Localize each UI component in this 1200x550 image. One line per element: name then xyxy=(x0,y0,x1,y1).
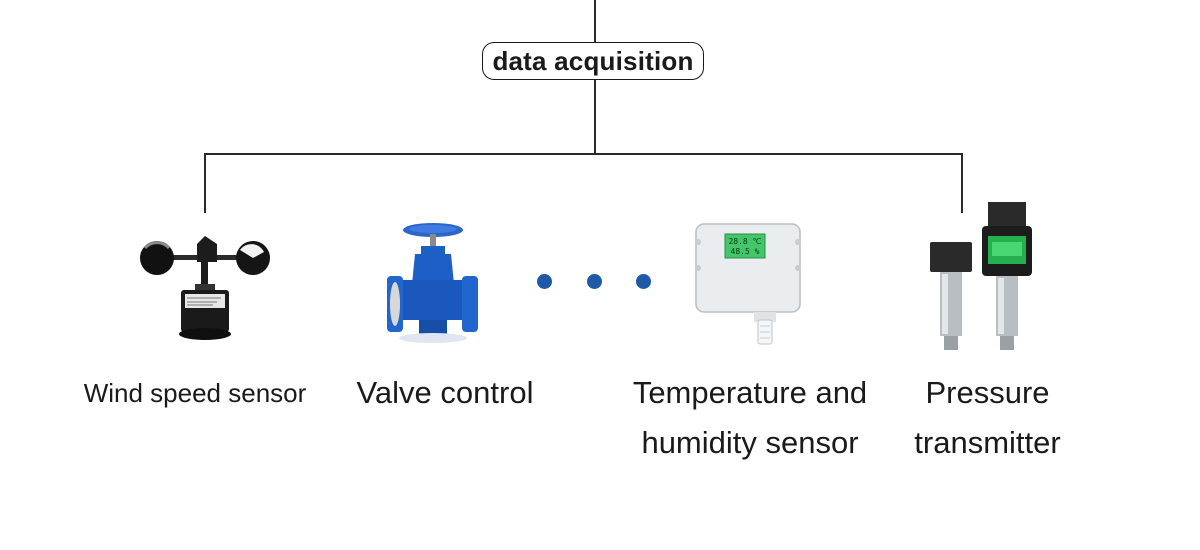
trunk-line xyxy=(594,80,596,154)
branch-bar-line xyxy=(204,153,963,155)
data-acquisition-node: data acquisition xyxy=(482,42,704,80)
ellipsis-dot-1 xyxy=(537,274,552,289)
lcd-line-temperature: 28.8 ℃ xyxy=(728,237,761,246)
lcd-line-humidity: 48.5 % xyxy=(731,247,760,256)
anemometer-icon xyxy=(140,236,270,340)
pressure-transmitter-label: Pressure transmitter xyxy=(914,375,1061,460)
ellipsis-dot-3 xyxy=(636,274,651,289)
data-acquisition-label: data acquisition xyxy=(492,45,694,76)
left-drop-line xyxy=(204,153,206,213)
ellipsis-dot-2 xyxy=(587,274,602,289)
valve-control-label: Valve control xyxy=(356,375,534,410)
temperature-humidity-sensor-icon: 28.8 ℃ 48.5 % xyxy=(695,223,801,345)
temperature-humidity-sensor-label: Temperature and humidity sensor xyxy=(632,375,868,460)
root-stem-line xyxy=(594,0,596,42)
pressure-transmitter-icon xyxy=(930,202,1032,350)
right-drop-line xyxy=(961,153,963,213)
gate-valve-icon xyxy=(387,223,478,343)
wind-speed-sensor-label: Wind speed sensor xyxy=(83,378,307,408)
